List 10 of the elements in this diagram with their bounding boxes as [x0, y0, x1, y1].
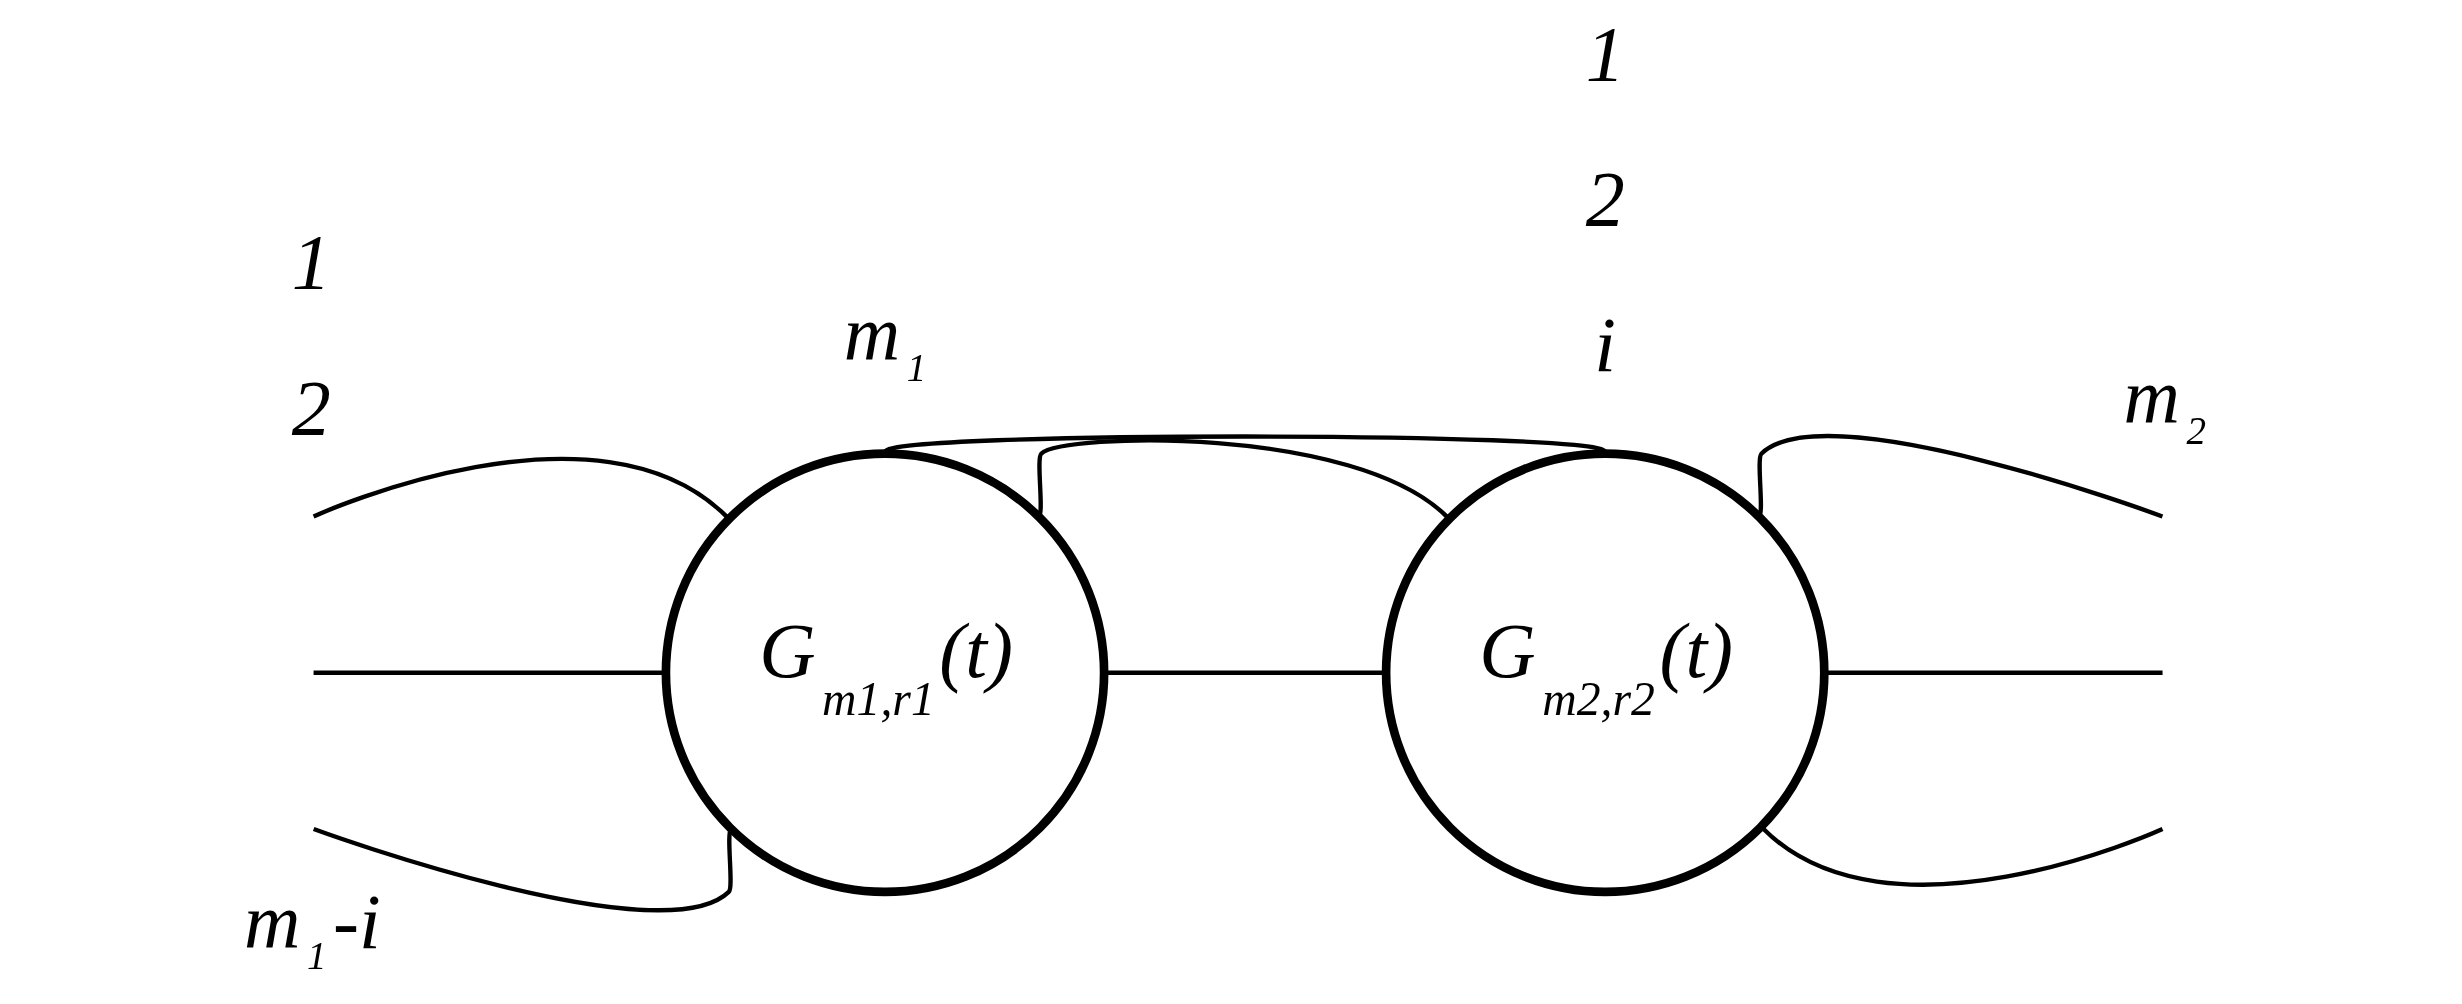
connector [312, 456, 728, 518]
label: 2 [291, 363, 331, 451]
label: 1 [291, 217, 331, 305]
label: 2 [1585, 154, 1625, 242]
connector [1757, 434, 2164, 519]
label: i [1594, 300, 1617, 388]
label: 1 [1585, 9, 1625, 97]
connector [1762, 826, 2164, 887]
connector [1036, 437, 1449, 518]
connector [312, 826, 734, 912]
